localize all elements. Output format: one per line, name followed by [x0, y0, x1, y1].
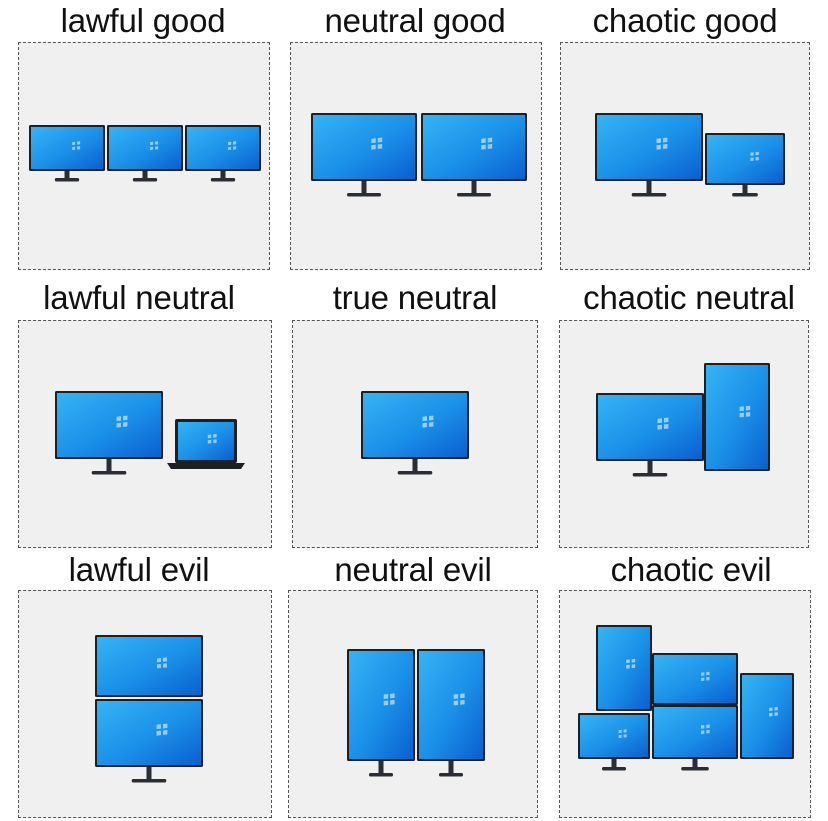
label-neutral-evil: neutral evil — [334, 551, 492, 588]
monitor-icon — [107, 125, 183, 182]
windows-logo-icon — [750, 151, 759, 161]
single-monitor-setup — [361, 391, 469, 475]
monitor-icon — [421, 113, 527, 197]
panel-chaotic-good — [560, 42, 810, 270]
label-chaotic-good: chaotic good — [592, 2, 778, 39]
panel-neutral-evil — [288, 590, 538, 818]
monitor-icon — [740, 673, 794, 759]
dual-portrait-setup — [347, 649, 485, 777]
chaos-monitor-setup — [578, 625, 794, 771]
windows-logo-icon — [453, 693, 465, 706]
label-lawful-evil: lawful evil — [68, 551, 210, 588]
windows-logo-icon — [72, 141, 81, 151]
monitor-icon — [95, 635, 203, 697]
windows-logo-icon — [157, 657, 167, 669]
monitor-icon — [652, 705, 738, 771]
monitor-icon — [596, 625, 652, 711]
windows-logo-icon — [769, 706, 778, 717]
panel-neutral-good — [290, 42, 542, 270]
monitor-icon — [361, 391, 469, 475]
windows-logo-icon — [656, 137, 668, 150]
panel-lawful-neutral — [18, 320, 272, 548]
monitor-icon — [29, 125, 105, 182]
monitor-icon — [347, 649, 415, 777]
panel-lawful-good — [18, 42, 270, 270]
label-neutral-good: neutral good — [324, 2, 506, 39]
panel-lawful-evil — [18, 590, 272, 818]
monitor-icon — [595, 113, 703, 197]
panel-chaotic-evil — [559, 590, 811, 818]
windows-logo-icon — [626, 658, 636, 669]
label-chaotic-evil: chaotic evil — [610, 551, 772, 588]
monitor-icon — [652, 653, 738, 705]
windows-logo-icon — [481, 137, 493, 150]
monitor-icon — [95, 699, 203, 783]
label-true-neutral: true neutral — [332, 279, 498, 316]
monitor-icon — [417, 649, 485, 777]
laptop-icon — [167, 419, 245, 469]
windows-logo-icon — [657, 417, 669, 430]
monitor-icon — [185, 125, 261, 182]
label-lawful-good: lawful good — [60, 2, 226, 39]
mismatched-monitor-setup — [595, 113, 785, 197]
panel-true-neutral — [292, 320, 538, 548]
triple-monitor-setup — [29, 125, 261, 182]
panel-chaotic-neutral — [559, 320, 809, 548]
windows-logo-icon — [150, 141, 159, 151]
windows-logo-icon — [618, 729, 627, 739]
windows-logo-icon — [701, 671, 710, 681]
windows-logo-icon — [371, 137, 383, 150]
windows-logo-icon — [739, 405, 751, 418]
monitor-and-laptop-setup — [55, 391, 245, 475]
windows-logo-icon — [228, 141, 237, 151]
landscape-and-portrait-setup — [596, 363, 770, 477]
monitor-icon — [311, 113, 417, 197]
monitor-icon — [578, 713, 650, 771]
windows-logo-icon — [156, 723, 168, 736]
monitor-icon — [55, 391, 163, 475]
windows-logo-icon — [701, 724, 710, 735]
monitor-icon — [705, 133, 785, 197]
label-lawful-neutral: lawful neutral — [43, 279, 235, 316]
stacked-monitor-setup — [95, 635, 203, 783]
windows-logo-icon — [383, 693, 395, 706]
label-chaotic-neutral: chaotic neutral — [583, 279, 795, 316]
windows-logo-icon — [116, 415, 128, 428]
monitor-icon — [596, 393, 704, 477]
windows-logo-icon — [422, 415, 434, 428]
monitor-icon — [704, 363, 770, 471]
dual-monitor-setup — [311, 113, 527, 197]
windows-logo-icon — [207, 433, 217, 444]
